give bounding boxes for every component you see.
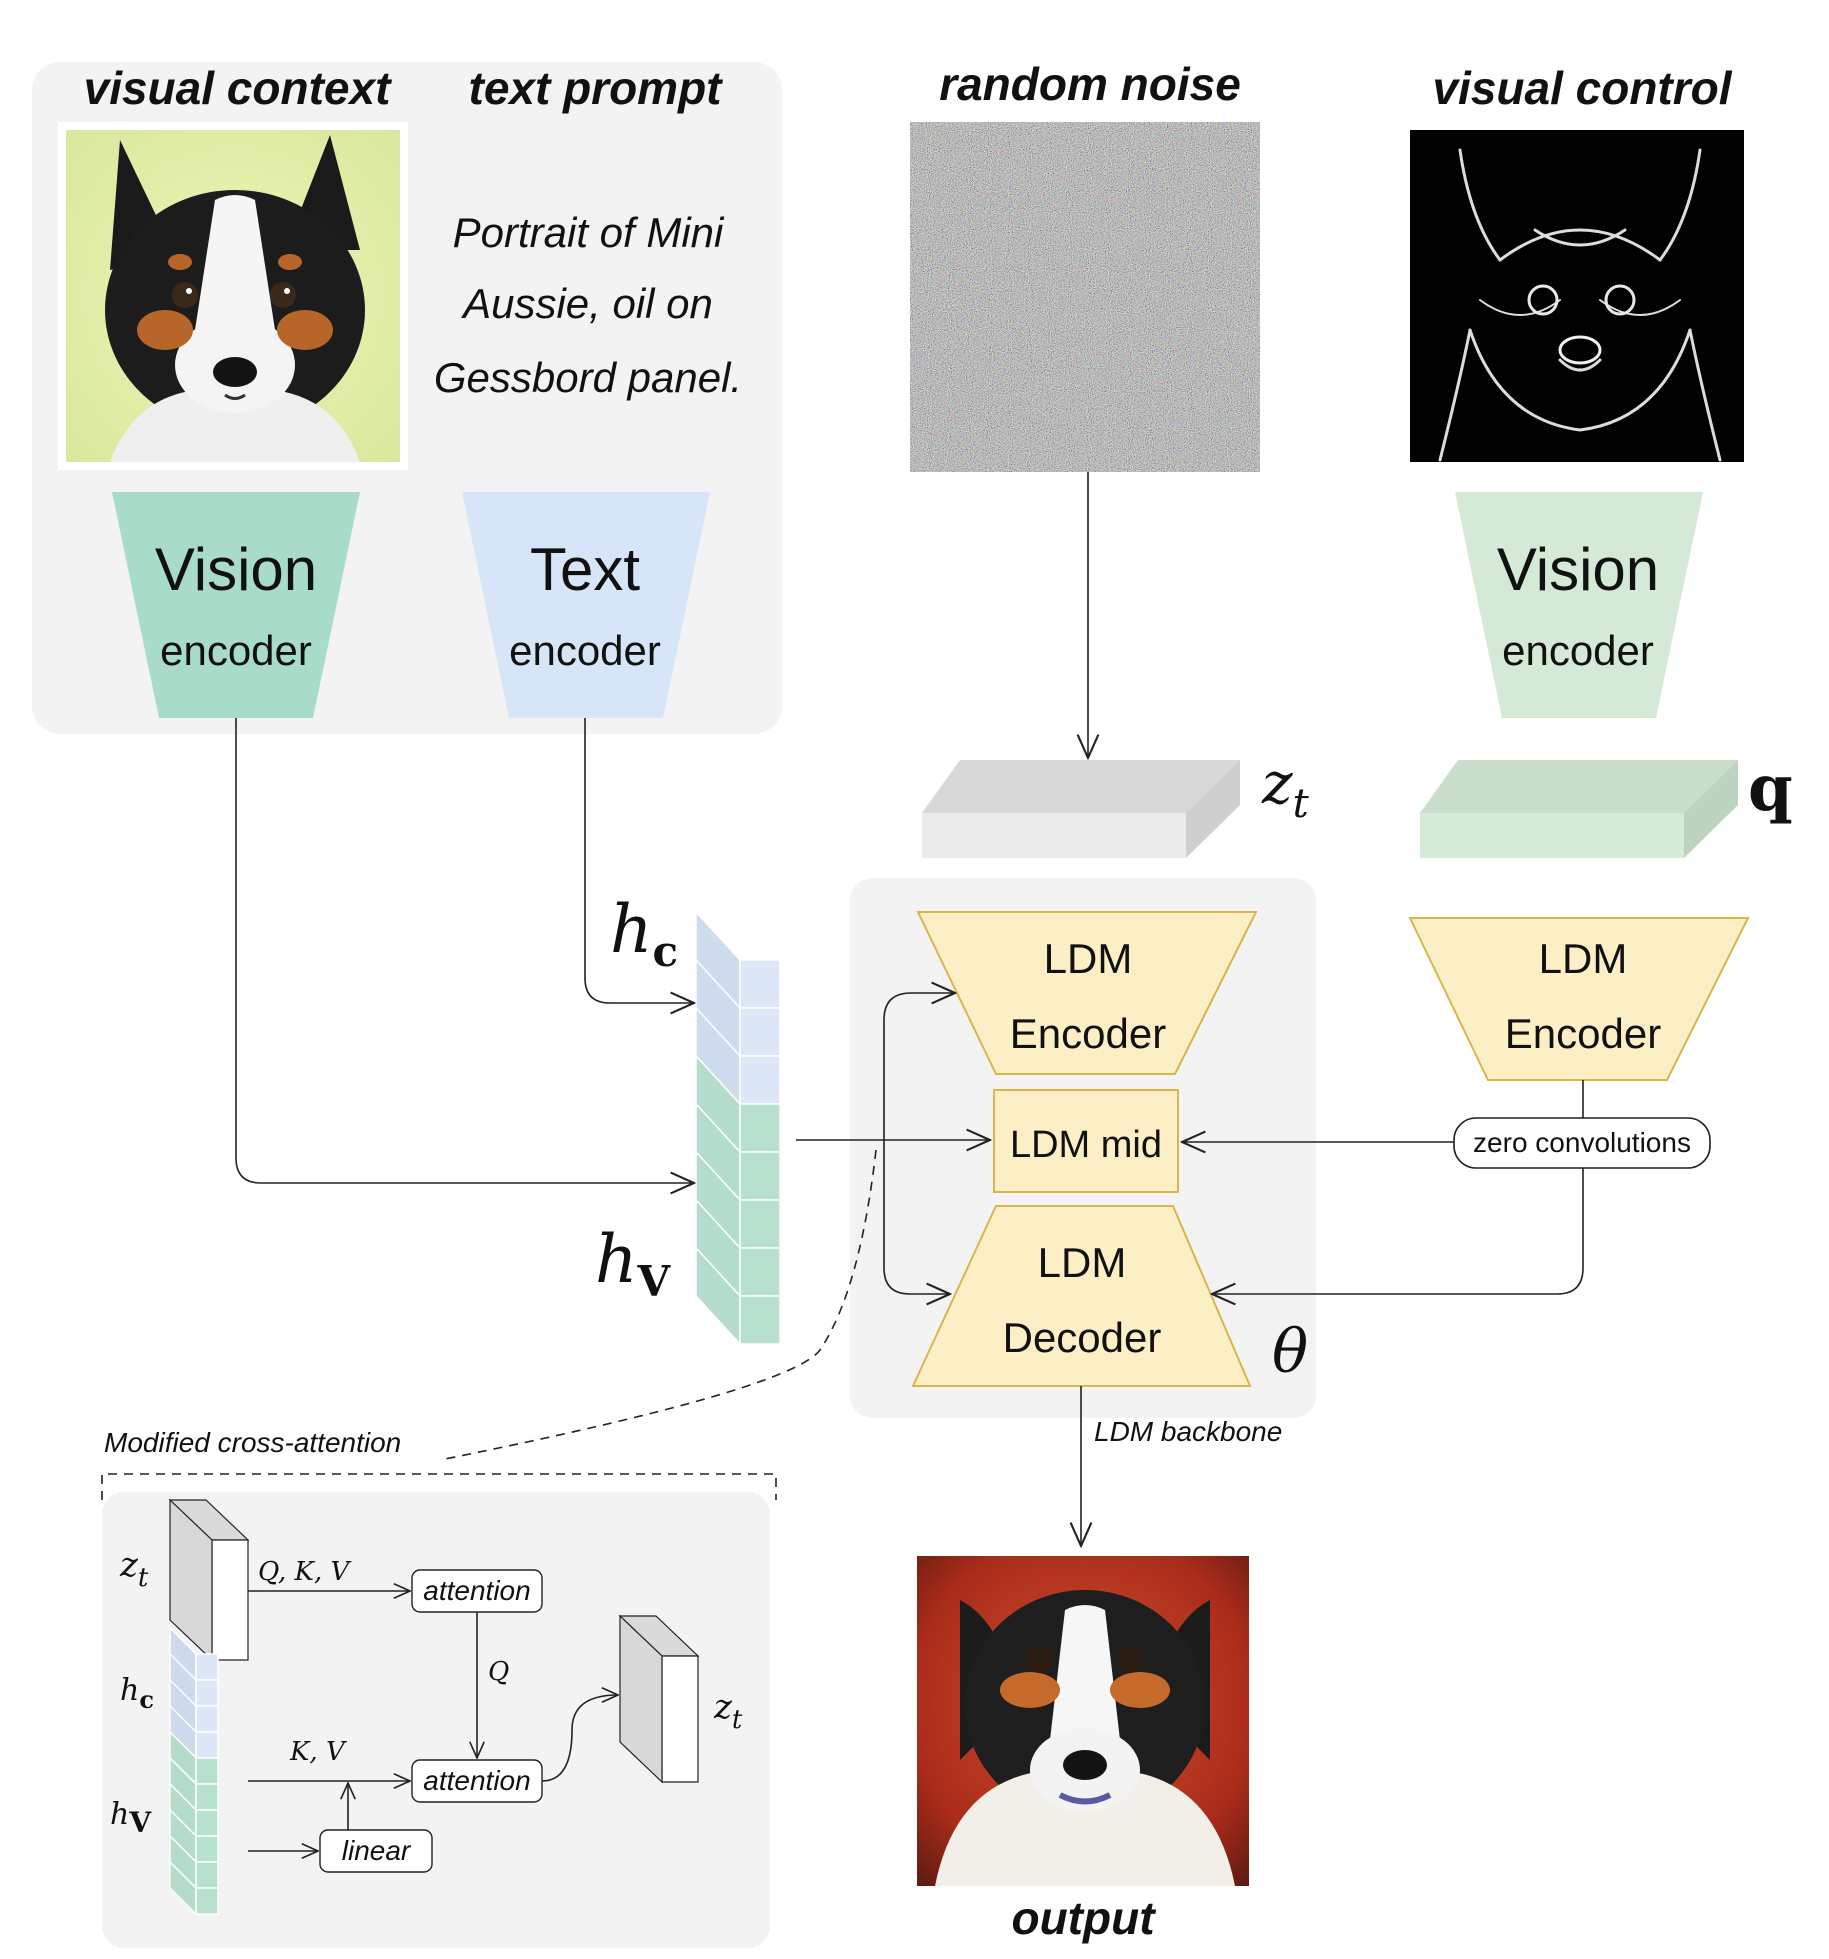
text-prompt-heading: text prompt bbox=[469, 62, 724, 114]
arrow-attention-to-zt-out bbox=[541, 1695, 618, 1782]
prompt-line-3: Gessbord panel. bbox=[434, 354, 742, 401]
visual-control-image bbox=[1410, 130, 1744, 462]
inset-token-6 bbox=[195, 1809, 219, 1837]
main-token-6 bbox=[739, 1247, 781, 1297]
output-image bbox=[917, 1556, 1249, 1886]
arrow-zero-to-decoder bbox=[1212, 1168, 1584, 1294]
inset-token-9 bbox=[195, 1887, 219, 1915]
q-label: Q bbox=[488, 1657, 509, 1687]
inset-hc-label: hc bbox=[120, 1673, 154, 1714]
visual-context-image bbox=[58, 122, 408, 470]
inset-hv-label: hV bbox=[110, 1797, 152, 1839]
ldm-encoder-line1: LDM bbox=[1044, 935, 1133, 982]
arrow-tokens-to-decoder bbox=[883, 1140, 950, 1294]
ldm-decoder-line2: Decoder bbox=[1003, 1314, 1162, 1361]
token-stack bbox=[695, 910, 781, 1346]
token-hc-label: hc bbox=[610, 891, 678, 976]
callout-dashed-line bbox=[439, 1149, 877, 1461]
zero-convolutions-label: zero convolutions bbox=[1473, 1127, 1691, 1158]
cross-attention-title: Modified cross-attention bbox=[104, 1427, 401, 1458]
prompt-line-1: Portrait of Mini bbox=[453, 209, 725, 256]
vision-encoder-context-small: encoder bbox=[160, 627, 312, 674]
inset-token-7 bbox=[195, 1835, 219, 1863]
inset-token-1 bbox=[195, 1679, 219, 1707]
text-encoder-small: encoder bbox=[509, 627, 661, 674]
vision-encoder-context bbox=[112, 492, 360, 718]
visual-context-heading: visual context bbox=[84, 62, 392, 114]
inset-token-2 bbox=[195, 1705, 219, 1733]
arrow-text-to-hc bbox=[584, 718, 694, 1003]
cross-attention-dashed-bracket bbox=[101, 1473, 777, 1500]
text-encoder bbox=[462, 492, 710, 718]
ldm-mid-label: LDM mid bbox=[1010, 1124, 1162, 1166]
main-token-7 bbox=[739, 1295, 781, 1345]
latent-zt-slab bbox=[922, 760, 1240, 858]
ldm-control-encoder-line1: LDM bbox=[1539, 935, 1628, 982]
text-encoder-big: Text bbox=[530, 536, 640, 603]
prompt-line-2: Aussie, oil on bbox=[460, 280, 713, 327]
visual-control-heading: visual control bbox=[1432, 62, 1732, 114]
inset-token-0 bbox=[195, 1653, 219, 1681]
random-noise-image bbox=[910, 122, 1260, 472]
vision-encoder-context-big: Vision bbox=[155, 536, 317, 603]
ldm-encoder bbox=[916, 911, 1258, 1075]
attention-bottom-label: attention bbox=[423, 1765, 530, 1796]
inset-token-stack bbox=[169, 1626, 219, 1916]
theta-label: θ bbox=[1272, 1317, 1308, 1387]
qkv-label: Q, K, V bbox=[258, 1557, 352, 1587]
main-token-5 bbox=[739, 1199, 781, 1249]
vision-encoder-control bbox=[1455, 492, 1703, 718]
inset-zt-out-label: zt bbox=[713, 1687, 743, 1735]
main-token-0 bbox=[739, 959, 781, 1009]
output-heading: output bbox=[1011, 1892, 1156, 1944]
attention-top-label: attention bbox=[423, 1575, 530, 1606]
latent-zt-label: zt bbox=[1261, 749, 1310, 827]
cross-attention-panel bbox=[102, 1492, 770, 1948]
inset-token-5 bbox=[195, 1783, 219, 1811]
ldm-control-encoder-line2: Encoder bbox=[1505, 1010, 1661, 1057]
inset-token-8 bbox=[195, 1861, 219, 1889]
linear-box bbox=[319, 1829, 433, 1873]
main-token-2 bbox=[739, 1055, 781, 1105]
ldm-backbone-label: LDM backbone bbox=[1094, 1416, 1282, 1447]
ldm-mid bbox=[993, 1089, 1179, 1193]
main-token-3 bbox=[739, 1103, 781, 1153]
main-token-4 bbox=[739, 1151, 781, 1201]
ldm-decoder-line1: LDM bbox=[1038, 1239, 1127, 1286]
token-hv-label: hV bbox=[595, 1221, 672, 1306]
latent-q-label: q bbox=[1748, 751, 1793, 826]
arrow-tokens-to-encoder bbox=[883, 993, 955, 1140]
inset-token-3 bbox=[195, 1731, 219, 1759]
latent-q-slab bbox=[1420, 760, 1738, 858]
linear-label: linear bbox=[342, 1835, 412, 1866]
inset-token-4 bbox=[195, 1757, 219, 1785]
inset-zt-label: zt bbox=[119, 1545, 149, 1593]
arrow-vision-to-hv bbox=[235, 718, 694, 1183]
vision-encoder-control-small: encoder bbox=[1502, 627, 1654, 674]
ldm-decoder bbox=[911, 1205, 1252, 1387]
vision-encoder-control-big: Vision bbox=[1497, 536, 1659, 603]
random-noise-heading: random noise bbox=[939, 58, 1241, 110]
main-token-1 bbox=[739, 1007, 781, 1057]
inset-zt-out-slab bbox=[618, 1614, 700, 1784]
ldm-encoder-line2: Encoder bbox=[1010, 1010, 1166, 1057]
ldm-control-encoder bbox=[1408, 917, 1750, 1081]
zero-convolutions-box bbox=[1453, 1117, 1711, 1169]
kv-label: K, V bbox=[289, 1737, 347, 1767]
inset-zt-slab bbox=[168, 1498, 250, 1662]
